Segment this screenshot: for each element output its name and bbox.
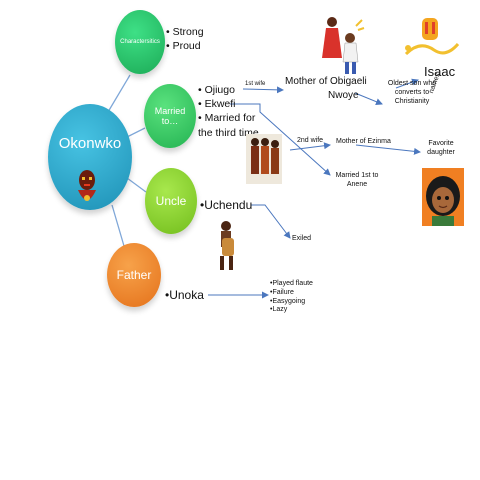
list-item: •Played flaute bbox=[270, 280, 313, 287]
label-nwoye: Nwoye bbox=[328, 90, 359, 101]
label-mother-obigaeli: Mother of Obigaeli bbox=[285, 76, 367, 87]
unoka-traits: •Played flaute •Failure •Easygoing •Lazy bbox=[270, 280, 313, 315]
girl-portrait-icon bbox=[422, 168, 464, 226]
uncle-label: Uncle bbox=[155, 194, 187, 208]
label-isaac: Isaac bbox=[424, 64, 456, 79]
node-uncle[interactable]: Uncle bbox=[145, 168, 197, 234]
center-label: Okonwko bbox=[58, 134, 122, 152]
married-list: • Ojiugo • Ekwefi • Married for the thir… bbox=[198, 83, 270, 140]
label-exiled: Exiled bbox=[292, 235, 312, 242]
gift-lamp-icon bbox=[404, 18, 460, 56]
link-father bbox=[111, 204, 125, 247]
characteristics-label: Charactersitics bbox=[120, 39, 160, 45]
link-characteristics bbox=[107, 74, 131, 113]
uchendu-text: •Uchendu bbox=[200, 198, 253, 212]
arrow-ezinma bbox=[289, 142, 331, 151]
list-item: • Ekwefi bbox=[198, 98, 236, 111]
arrow-favorite bbox=[355, 144, 421, 155]
characteristics-list: • Strong • Proud bbox=[166, 25, 204, 53]
link-uncle bbox=[126, 177, 147, 193]
label-mother-ezinma: Mother of Ezinma bbox=[336, 138, 391, 145]
married-label: Married to… bbox=[154, 106, 186, 126]
label-first-wife: 1st wife bbox=[245, 81, 266, 87]
list-item: •Easygoing bbox=[270, 297, 306, 305]
warrior-mask-icon bbox=[78, 170, 96, 201]
node-father[interactable]: Father bbox=[107, 243, 161, 307]
father-label: Father bbox=[116, 268, 152, 282]
list-item: • Strong bbox=[166, 26, 204, 38]
label-favorite-daughter: Favorite daughter bbox=[427, 140, 455, 156]
list-item: •Lazy bbox=[270, 306, 288, 314]
list-item: • Married for the third time bbox=[198, 112, 259, 139]
women-dancing-icon bbox=[246, 134, 282, 184]
list-item: • Proud bbox=[166, 40, 201, 53]
node-characteristics[interactable]: Charactersitics bbox=[115, 10, 165, 74]
arrow-ojiugo bbox=[242, 86, 284, 94]
node-married-to[interactable]: Married to… bbox=[144, 84, 196, 148]
arrow-nwoye bbox=[354, 92, 383, 105]
arrow-ekwefi bbox=[230, 103, 331, 176]
drummer-icon bbox=[220, 221, 234, 270]
arrow-isaac-names bbox=[395, 78, 419, 89]
unoka-text: •Unoka bbox=[165, 288, 204, 302]
list-item: •Failure bbox=[270, 288, 294, 296]
label-second-wife: 2nd wife bbox=[297, 137, 324, 144]
label-oldest-son: Oldest son who converts to Christianity bbox=[387, 80, 437, 105]
label-married-first: Married 1st to Anene bbox=[335, 172, 379, 188]
list-item: • Ojiugo bbox=[198, 84, 235, 96]
arrow-uchendu bbox=[251, 204, 291, 239]
mother-child-icon bbox=[322, 17, 365, 74]
